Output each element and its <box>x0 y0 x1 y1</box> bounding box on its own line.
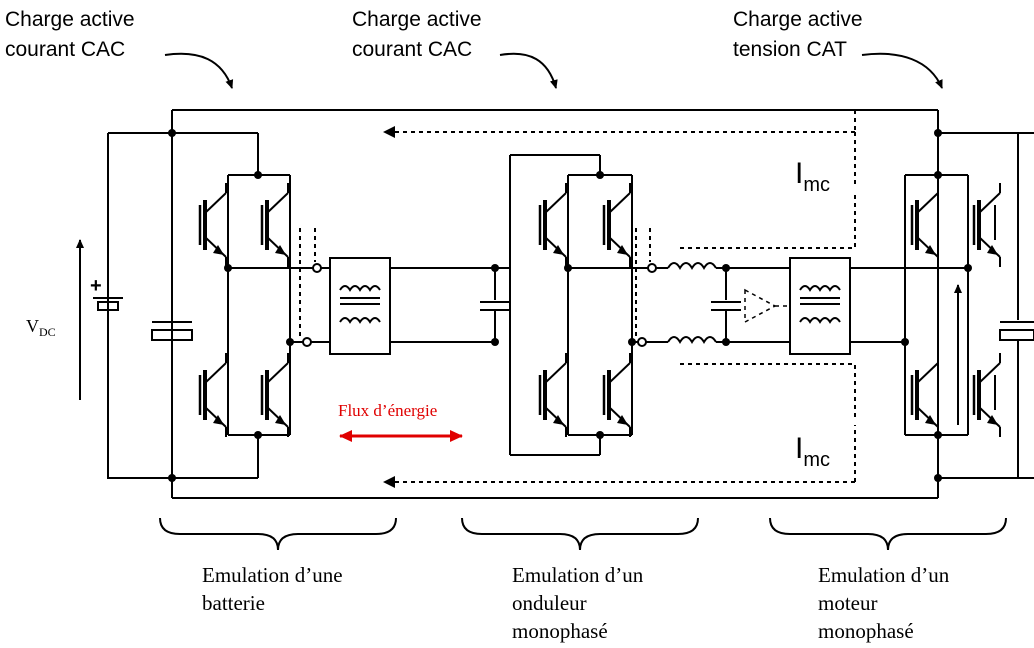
bottom-label-1-line2: batterie <box>202 591 265 615</box>
bottom-label-2-line3: monophasé <box>512 619 608 643</box>
imc-label-top: Imc <box>795 157 830 196</box>
switch-contacts <box>302 263 657 347</box>
wiring <box>76 52 1034 551</box>
junction-dots <box>168 129 972 482</box>
bottom-label-2-line1: Emulation d’un <box>512 563 644 587</box>
top-label-2-line2: courant CAC <box>352 38 472 61</box>
bottom-label-3-line1: Emulation d’un <box>818 563 950 587</box>
top-label-3-line2: tension CAT <box>733 38 847 61</box>
top-label-1-line1: Charge active <box>5 8 135 31</box>
battery-plus: + <box>90 275 102 297</box>
top-label-3-line1: Charge active <box>733 8 863 31</box>
top-label-2-line1: Charge active <box>352 8 482 31</box>
bottom-label-3-line3: monophasé <box>818 619 914 643</box>
bottom-label-1-line1: Emulation d’une <box>202 563 343 587</box>
dashed-lines <box>299 110 856 483</box>
dashed-arrowheads <box>383 126 395 488</box>
bottom-label-2-line2: onduleur <box>512 591 587 615</box>
imc-label-bottom: Imc <box>795 432 830 471</box>
top-label-1-line2: courant CAC <box>5 38 125 61</box>
igbt-switches <box>198 181 1002 439</box>
bottom-label-3-line2: moteur <box>818 591 877 615</box>
vdc-label: VDC <box>26 316 56 339</box>
flux-label: Flux d’énergie <box>338 401 437 420</box>
